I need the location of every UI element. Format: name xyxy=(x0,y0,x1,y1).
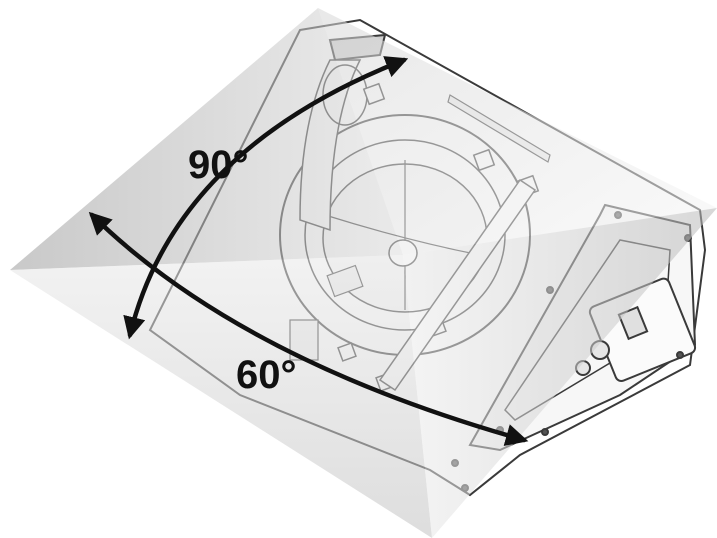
power-socket xyxy=(617,305,649,341)
horizontal-angle-label: 60° xyxy=(236,353,297,397)
vertical-angle-label: 90° xyxy=(188,143,249,187)
horizontal-angle-arrow xyxy=(88,211,529,446)
angle-arrows xyxy=(88,56,529,446)
pyramid-top-face xyxy=(318,8,717,255)
dispersion-pyramid xyxy=(10,8,717,538)
screw xyxy=(541,428,549,436)
screw xyxy=(676,351,684,359)
pyramid-bottom-face xyxy=(10,255,432,538)
